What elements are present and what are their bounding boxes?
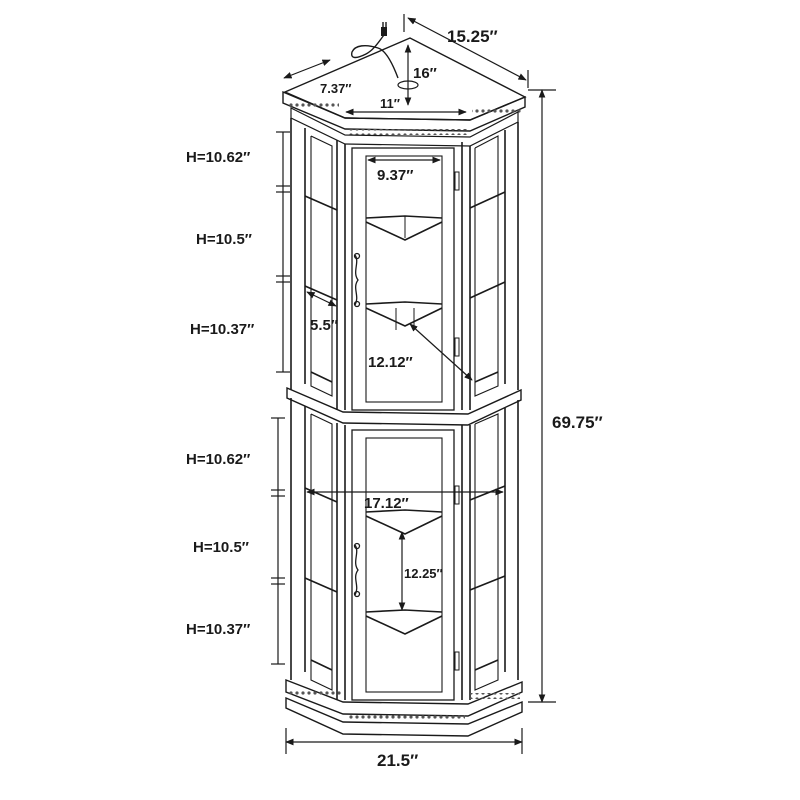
label-16: 16″: [413, 65, 437, 82]
label-12-12: 12.12″: [368, 354, 413, 371]
label-lower-h2: H=10.5″: [193, 539, 249, 556]
label-7-37: 7.37″: [320, 81, 352, 96]
label-21-5: 21.5″: [377, 751, 418, 770]
lower-section: [290, 398, 519, 701]
label-upper-h2: H=10.5″: [196, 231, 252, 248]
label-69-75: 69.75″: [552, 413, 603, 432]
upper-door-handle-icon: [353, 252, 361, 308]
label-9-37: 9.37″: [377, 167, 413, 184]
label-11: 11″: [380, 96, 400, 111]
label-upper-h3: H=10.37″: [190, 321, 254, 338]
lower-door-handle-icon: [353, 542, 361, 598]
label-lower-h3: H=10.37″: [186, 621, 250, 638]
dimension-labels: 15.25″ 16″ 7.37″ 11″ 9.37″ 5.5″ 12.12″ 1…: [186, 27, 603, 770]
lower-height-dims: [271, 417, 285, 665]
label-15-25: 15.25″: [447, 27, 498, 46]
upper-height-dims: [276, 131, 290, 373]
label-upper-h1: H=10.62″: [186, 149, 250, 166]
label-17-12: 17.12″: [364, 495, 409, 512]
label-lower-h1: H=10.62″: [186, 451, 250, 468]
dimension-lines: [271, 14, 556, 754]
base-molding: [285, 678, 523, 737]
label-12-25: 12.25″: [404, 566, 443, 581]
cabinet-drawing: [282, 22, 527, 737]
upper-section: [290, 118, 519, 411]
power-cord-icon: [351, 22, 399, 79]
label-5-5: 5.5″: [310, 317, 338, 334]
